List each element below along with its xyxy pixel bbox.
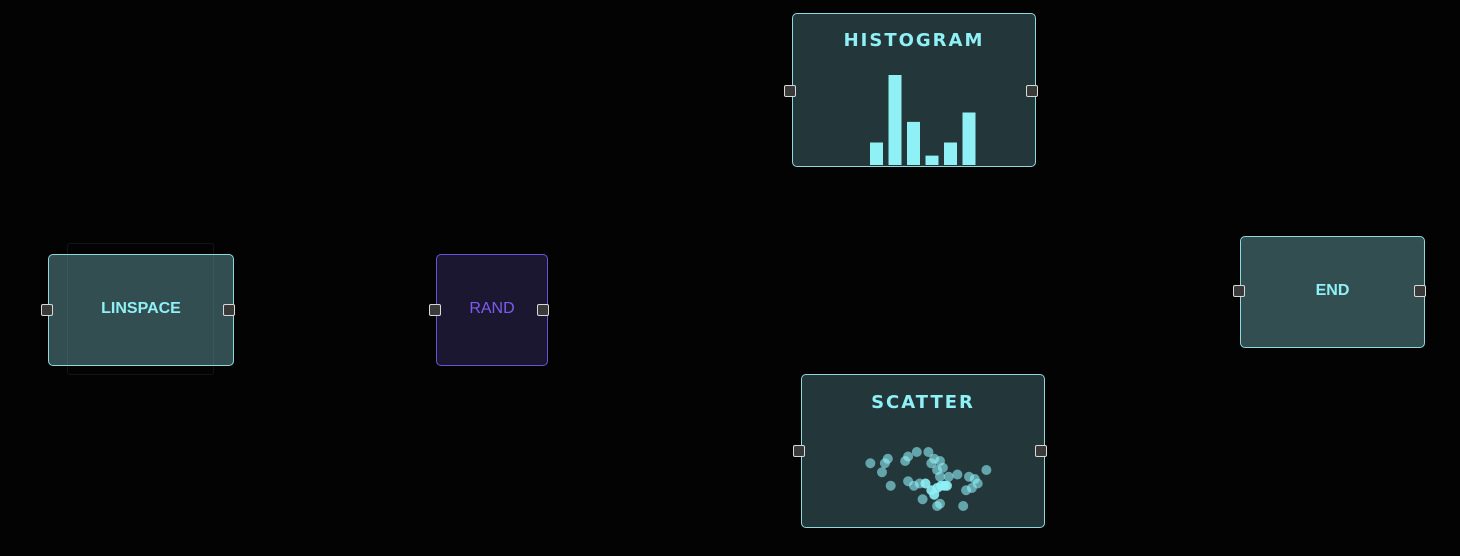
- linspace-label: LINSPACE: [101, 300, 181, 317]
- end-output-port[interactable]: [1414, 285, 1426, 297]
- scatter-point: [929, 489, 940, 500]
- scatter-point: [865, 458, 876, 469]
- histogram-bar: [944, 142, 957, 165]
- histogram-input-port[interactable]: [784, 85, 796, 97]
- scatter-node[interactable]: SCATTER: [801, 374, 1045, 528]
- histogram-bar: [870, 142, 883, 165]
- rand-output-port[interactable]: [537, 304, 549, 316]
- histogram-bar: [925, 155, 939, 165]
- rand-label: RAND: [469, 300, 515, 317]
- scatter-title: SCATTER: [871, 392, 975, 413]
- histogram-output-port[interactable]: [1026, 85, 1038, 97]
- histogram-title: HISTOGRAM: [843, 30, 985, 51]
- scatter-input-port[interactable]: [793, 445, 805, 457]
- scatter-point: [932, 501, 943, 511]
- linspace-ghost-outline: [67, 243, 214, 375]
- scatter-point: [952, 469, 963, 480]
- scatter-point: [879, 458, 890, 469]
- scatter-point: [911, 447, 922, 457]
- scatter-point: [903, 451, 914, 462]
- scatter-point: [958, 501, 969, 511]
- scatter-point: [935, 471, 945, 482]
- linspace-node[interactable]: LINSPACE: [48, 254, 234, 366]
- histogram-chart: [870, 75, 976, 165]
- linspace-output-port[interactable]: [223, 304, 235, 316]
- rand-input-port[interactable]: [429, 304, 441, 316]
- histogram-bar: [888, 75, 902, 165]
- scatter-point: [923, 447, 934, 457]
- histogram-node[interactable]: HISTOGRAM: [792, 13, 1036, 167]
- end-node[interactable]: END: [1240, 236, 1425, 348]
- histogram-bar: [907, 121, 920, 165]
- scatter-point: [917, 494, 928, 505]
- scatter-chart: [865, 447, 992, 511]
- end-input-port[interactable]: [1233, 285, 1245, 297]
- scatter-point: [885, 480, 896, 491]
- histogram-bar: [962, 112, 976, 165]
- linspace-input-port[interactable]: [41, 304, 53, 316]
- rand-node[interactable]: RAND: [436, 254, 548, 366]
- scatter-point: [920, 478, 931, 489]
- scatter-point: [981, 465, 992, 475]
- scatter-output-port[interactable]: [1035, 445, 1047, 457]
- scatter-point: [877, 467, 887, 478]
- scatter-point: [941, 480, 952, 491]
- end-label: END: [1315, 282, 1350, 299]
- scatter-point: [961, 485, 972, 496]
- scatter-point: [943, 471, 954, 482]
